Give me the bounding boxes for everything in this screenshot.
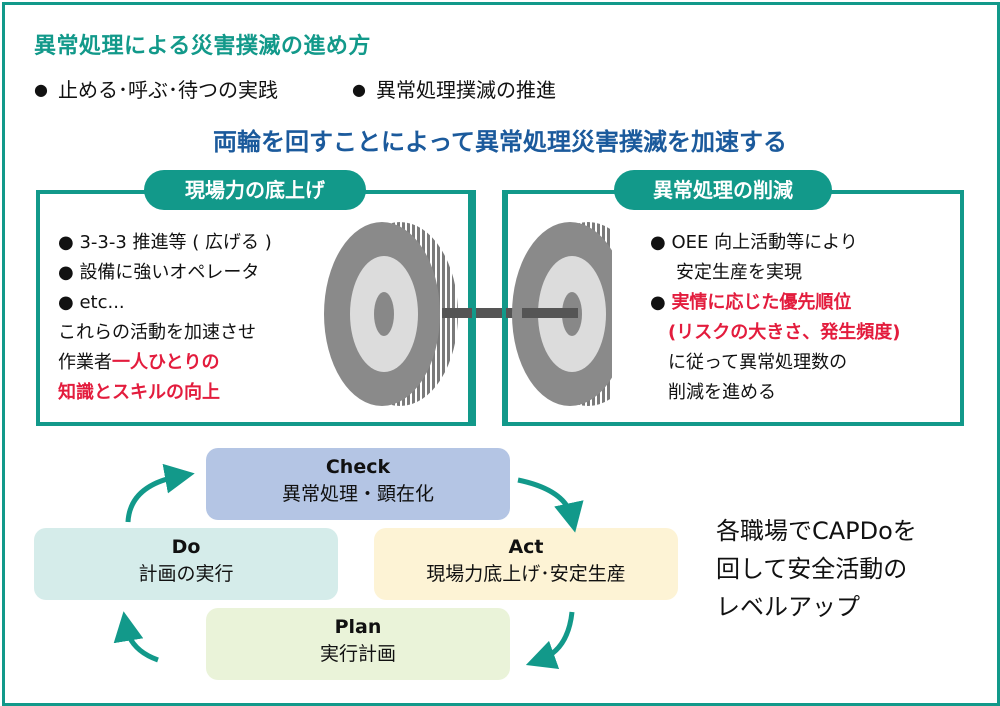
arrow-act-to-plan [525, 611, 575, 670]
right-item-2: ● 実情に応じた優先順位 [650, 292, 852, 313]
right-item-2-cont2: 削減を進める [668, 382, 776, 403]
bullet-1: ●止める･呼ぶ･待つの実践 [34, 78, 278, 102]
axle [442, 308, 572, 318]
side-note: 各職場でCAPDoを 回して安全活動の レベルアップ [716, 512, 917, 626]
page-title: 異常処理による災害撲滅の進め方 [34, 34, 371, 59]
left-wheel [324, 222, 458, 406]
cycle-arrows [113, 463, 584, 670]
side-note-line-1: 各職場でCAPDoを [716, 517, 917, 545]
arrow-check-to-act [517, 477, 584, 533]
wheels-illustration [324, 222, 612, 406]
left-panel-border-right [472, 190, 476, 426]
right-item-1-cont: 安定生産を実現 [676, 262, 802, 283]
left-panel-label: 現場力の底上げ [144, 170, 366, 210]
right-panel-label: 異常処理の削減 [614, 170, 832, 210]
headline: 両輪を回すことによって異常処理災害撲滅を加速する [212, 128, 788, 156]
side-note-line-3: レベルアップ [716, 593, 860, 621]
left-panel-text: ● 3-3-3 推進等 ( 広げる ) ● 設備に強いオペレータ ● etc..… [58, 228, 272, 408]
side-note-line-2: 回して安全活動の [716, 555, 908, 583]
right-item-2-cont1: に従って異常処理数の [668, 352, 848, 373]
left-item-3: ● etc... [58, 292, 125, 313]
arrow-do-to-check [125, 463, 195, 523]
left-item-1: ● 3-3-3 推進等 ( 広げる ) [58, 232, 272, 253]
left-item-2: ● 設備に強いオペレータ [58, 262, 260, 283]
left-line-2: 作業者一人ひとりの [58, 352, 220, 373]
left-line-3: 知識とスキルの向上 [58, 382, 220, 403]
right-panel-text: ● OEE 向上活動等により 安定生産を実現 ● 実情に応じた優先順位 (リスク… [650, 228, 900, 408]
left-line-1: これらの活動を加速させ [58, 322, 256, 343]
bullet-2: ●異常処理撲滅の推進 [352, 78, 556, 102]
right-item-2-red: (リスクの大きさ、発生頻度) [668, 322, 901, 343]
arrow-plan-to-do [113, 611, 159, 663]
right-panel-border-left [502, 190, 506, 426]
right-item-1: ● OEE 向上活動等により [650, 232, 858, 253]
right-wheel [512, 222, 612, 406]
